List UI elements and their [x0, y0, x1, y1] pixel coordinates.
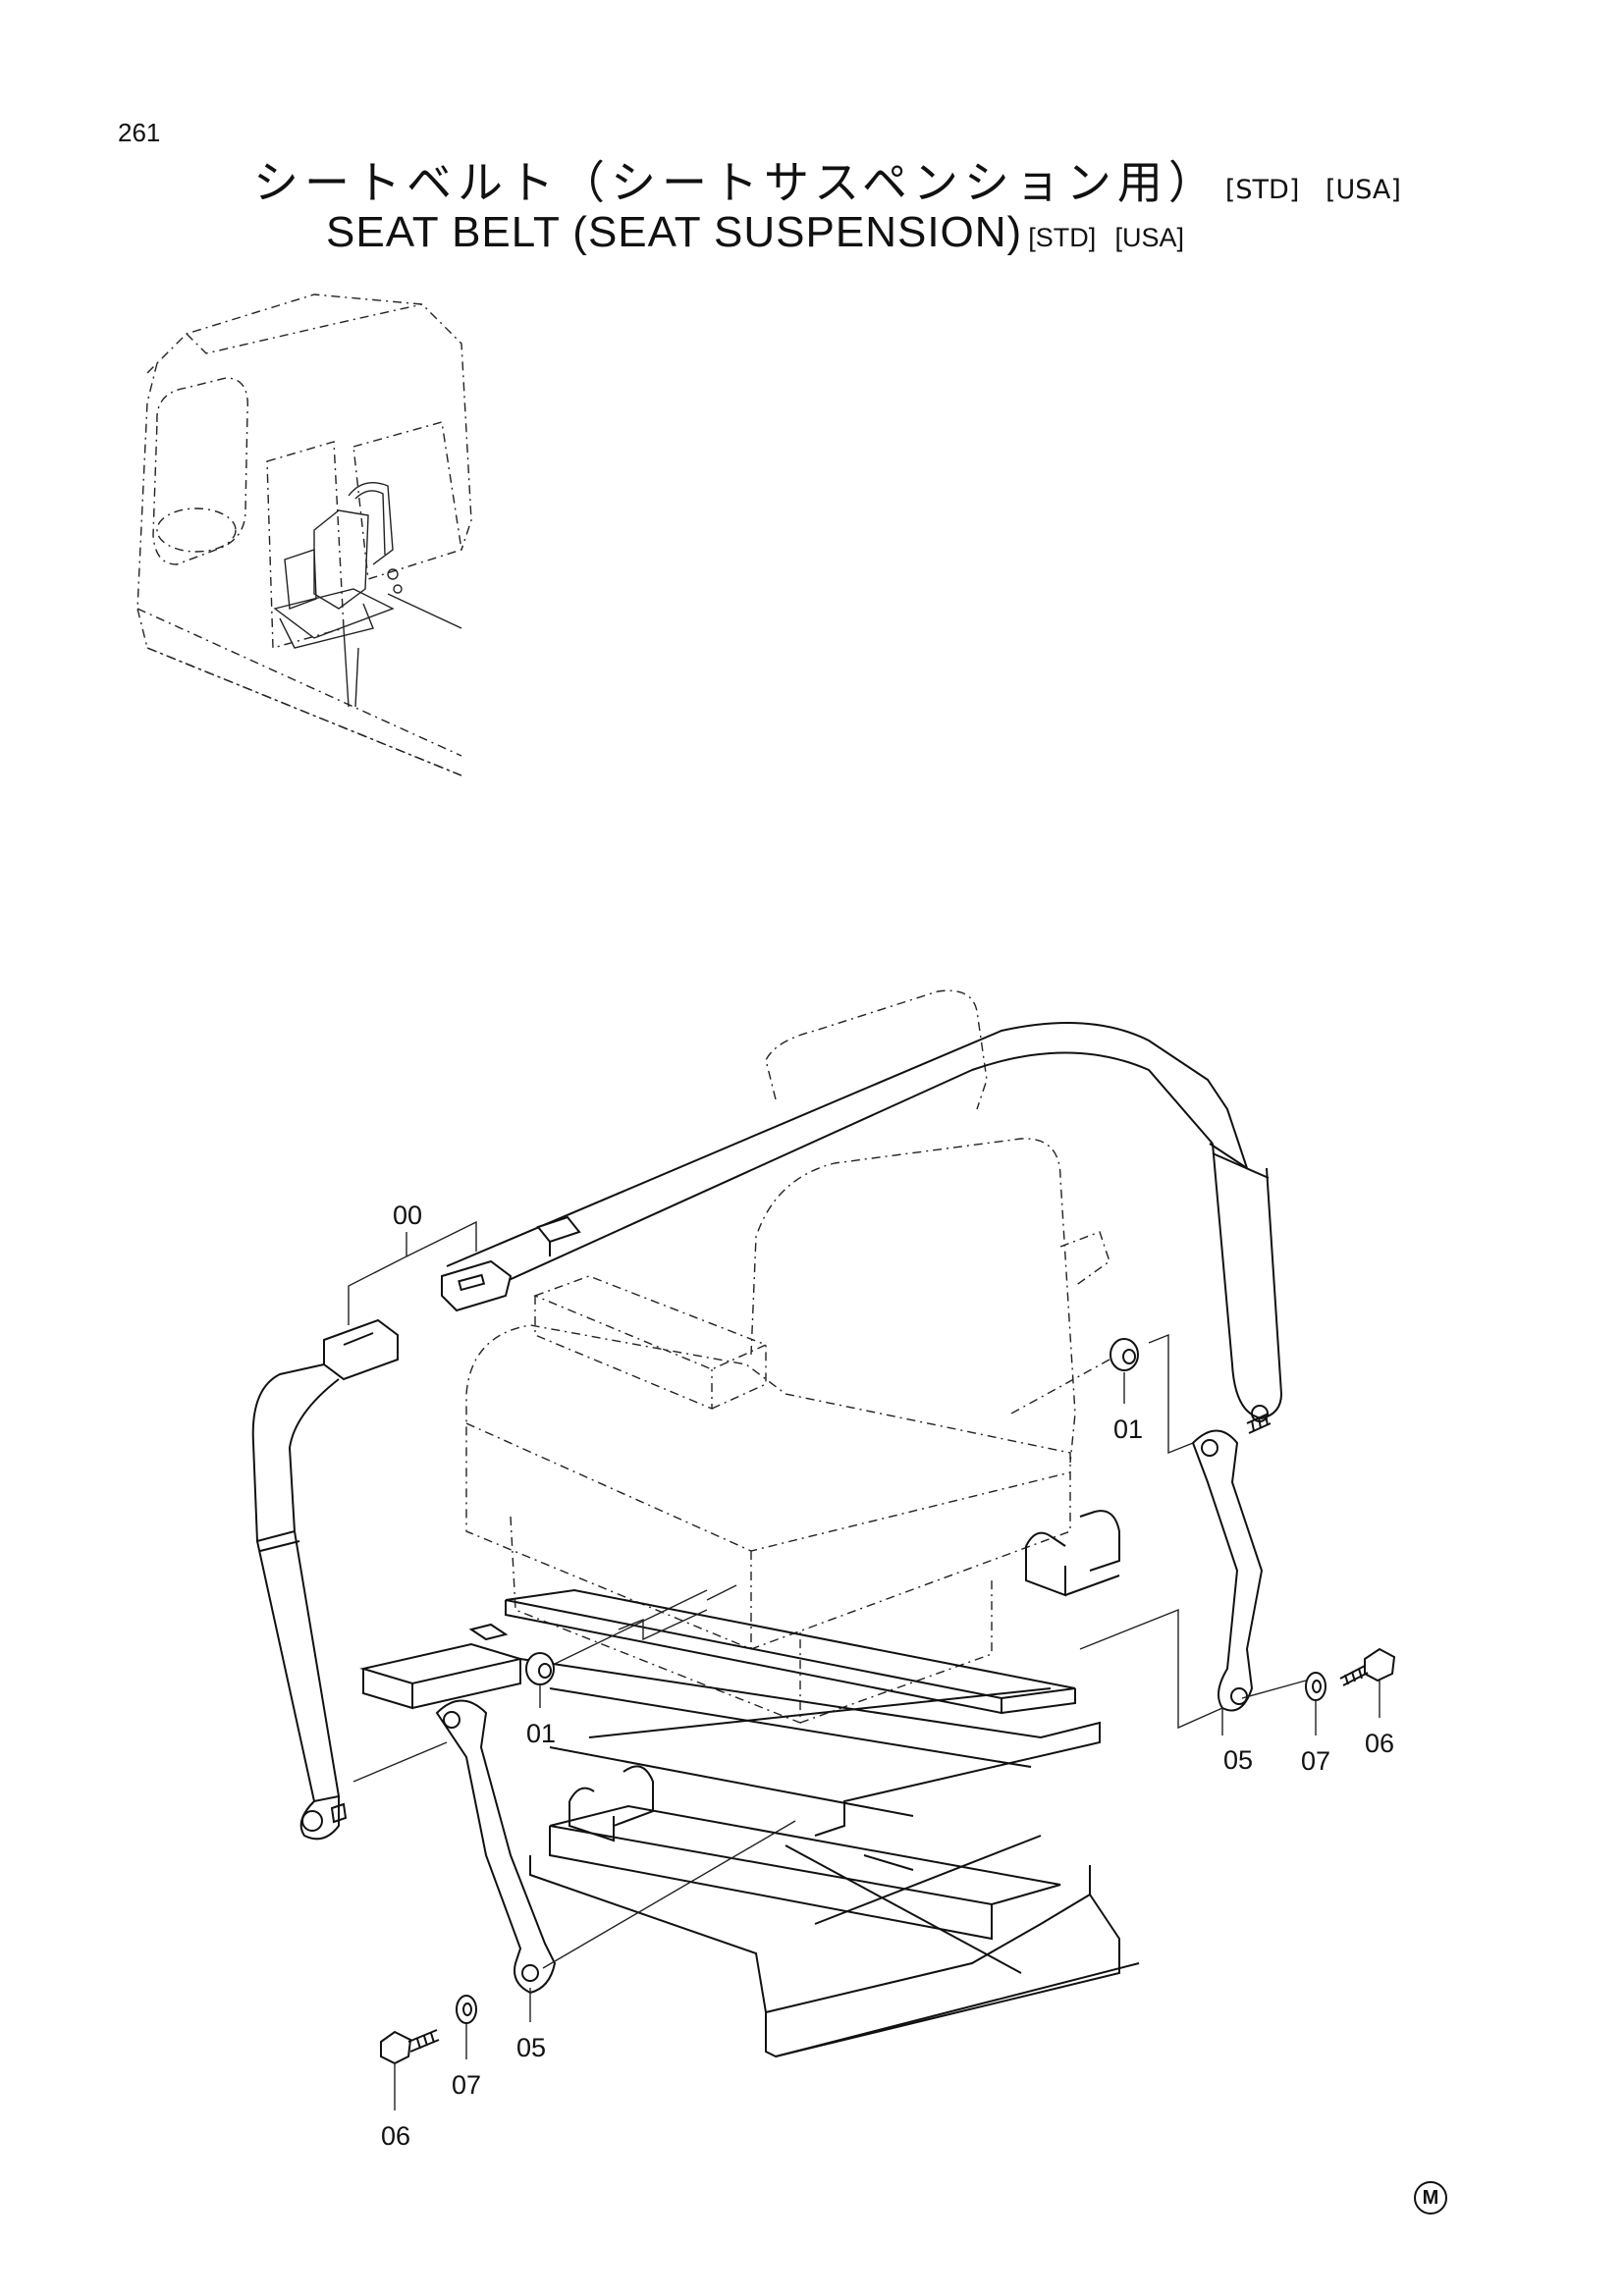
washer-right	[1305, 1672, 1326, 1701]
cab-overview-inset	[136, 294, 472, 776]
page-number: 261	[118, 118, 161, 147]
tag-usa: [USA]	[1326, 175, 1401, 205]
tag-usa-en: [USA]	[1114, 223, 1184, 252]
callout-05-right: 05	[1223, 1745, 1253, 1775]
callout-05-left: 05	[516, 2033, 546, 2062]
bracket-right	[1191, 1429, 1264, 1712]
seat-phantom	[465, 989, 1110, 1725]
callout-06-right: 06	[1365, 1729, 1394, 1758]
washer-left	[456, 1995, 477, 2024]
tag-std-en: [STD]	[1028, 223, 1097, 252]
bolt-upper-right	[1246, 1413, 1272, 1434]
seat-belt-left-buckle	[251, 1318, 399, 1841]
bracket-left	[435, 1699, 557, 1995]
callout-07-left: 07	[452, 2070, 481, 2100]
bolt-left	[380, 2029, 440, 2065]
title-japanese: シートベルト（シートサスペンション用）[STD] [USA]	[253, 147, 1401, 212]
mini-seat-icon	[273, 482, 462, 708]
callout-07-right: 07	[1301, 1746, 1330, 1776]
footer-registered-mark: M	[1414, 2181, 1447, 2215]
title-en-text: SEAT BELT (SEAT SUSPENSION)	[326, 208, 1023, 256]
spacer-left	[525, 1652, 555, 1685]
title-english: SEAT BELT (SEAT SUSPENSION)[STD] [USA]	[326, 208, 1184, 257]
callout-01-left: 01	[526, 1719, 556, 1748]
spacer-right	[1110, 1338, 1139, 1371]
tag-std: [STD]	[1224, 175, 1300, 205]
callout-06-left: 06	[381, 2121, 410, 2151]
bolt-right	[1339, 1647, 1396, 1686]
title-jp-text: シートベルト（シートサスペンション用）	[253, 156, 1219, 209]
callout-00: 00	[393, 1201, 422, 1230]
leader-lines	[348, 1220, 1380, 2110]
seat-suspension-base	[359, 1510, 1140, 2058]
seat-belt-upper	[441, 1022, 1283, 1422]
callout-01-right: 01	[1113, 1415, 1143, 1444]
